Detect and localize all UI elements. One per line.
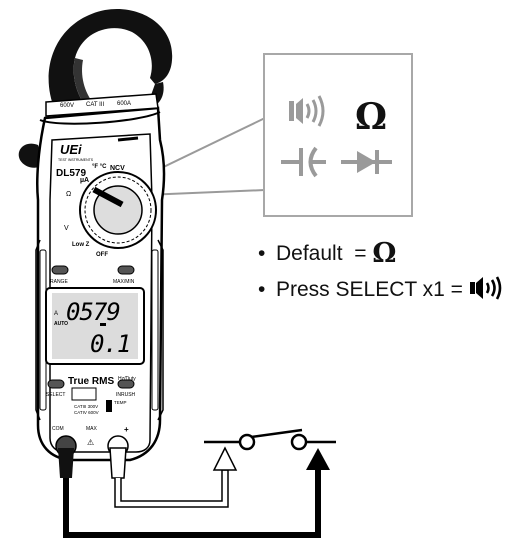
dial-labels: NCV °F °C µA Ω V Low Z OFF (64, 164, 125, 258)
note-default: • Default = Ω (258, 236, 503, 272)
select-button-label: SELECT (46, 392, 65, 398)
rating-voltage: 600V (60, 103, 74, 109)
jack-com-label: COM (52, 426, 64, 432)
brand-subtitle: TEST INSTRUMENTS (58, 158, 94, 162)
maxmin-button[interactable] (117, 265, 135, 275)
speaker-icon (469, 276, 503, 312)
lcd-ac-indicator: A (54, 311, 58, 317)
temp-label: TEMP (114, 400, 127, 405)
sensor-slot (117, 136, 139, 142)
battery-compartment (71, 387, 97, 401)
hz-duty-label: Hz/Duty (118, 376, 136, 382)
lcd-display (45, 287, 145, 365)
diode-icon (341, 150, 392, 174)
brand-logo: UEi (60, 142, 82, 157)
notes-list: • Default = Ω • Press SELECT x1 = (258, 236, 503, 308)
jack-plus-label: + (124, 425, 129, 434)
dial-ua-label: µA (80, 177, 89, 184)
callout-box: Ω (263, 53, 413, 217)
dial-temp-label: °F °C (92, 164, 107, 170)
note-select: • Press SELECT x1 = (258, 272, 503, 308)
model-name: DL579 (56, 168, 86, 179)
black-test-lead (55, 435, 330, 538)
lcd-auto-indicator: AUTO (54, 321, 68, 327)
note-default-text: Default = (276, 242, 373, 265)
inrush-button[interactable] (117, 379, 135, 389)
note-default-symbol: Ω (372, 238, 397, 269)
meter-body (35, 93, 166, 462)
red-test-lead (107, 435, 238, 508)
maxmin-button-label: MAX/MIN (113, 279, 135, 285)
lcd-sub-reading: 0.1 (90, 330, 130, 358)
bullet-icon: • (258, 242, 266, 265)
jack-max-label: MAX (86, 426, 98, 432)
dial-lowz-label: Low Z (72, 242, 90, 248)
dial-acv-label: V (64, 225, 69, 232)
temp-socket (106, 400, 112, 412)
note-select-text: Press SELECT x1 = (276, 278, 469, 301)
range-button-label: RANGE (50, 279, 68, 285)
rotary-dial[interactable] (79, 171, 157, 249)
dial-ohm-label: Ω (66, 191, 71, 198)
dial-off-label: OFF (96, 252, 108, 258)
speaker-icon (289, 95, 325, 127)
ohm-icon: Ω (355, 96, 387, 138)
true-rms-label: True RMS (68, 376, 114, 387)
lcd-bar (100, 323, 106, 326)
bullet-icon: • (258, 278, 266, 301)
rating-current: 600A (117, 101, 131, 107)
range-button[interactable] (51, 265, 69, 275)
switch-circuit (204, 428, 336, 451)
rating-band: 600V CAT III 600A (60, 101, 131, 109)
cat-rating-line2: CATIV 600V (74, 410, 99, 415)
dial-ncv-label: NCV (110, 165, 125, 172)
rating-category: CAT III (86, 102, 104, 108)
lcd-main-reading: 0579 (66, 298, 120, 326)
warning-icon: ⚠ (87, 438, 94, 447)
select-button[interactable] (47, 379, 65, 389)
cat-rating-line1: CATIII 300V (74, 404, 98, 409)
capacitor-icon (281, 146, 326, 178)
inrush-button-label: INRUSH (116, 392, 136, 398)
